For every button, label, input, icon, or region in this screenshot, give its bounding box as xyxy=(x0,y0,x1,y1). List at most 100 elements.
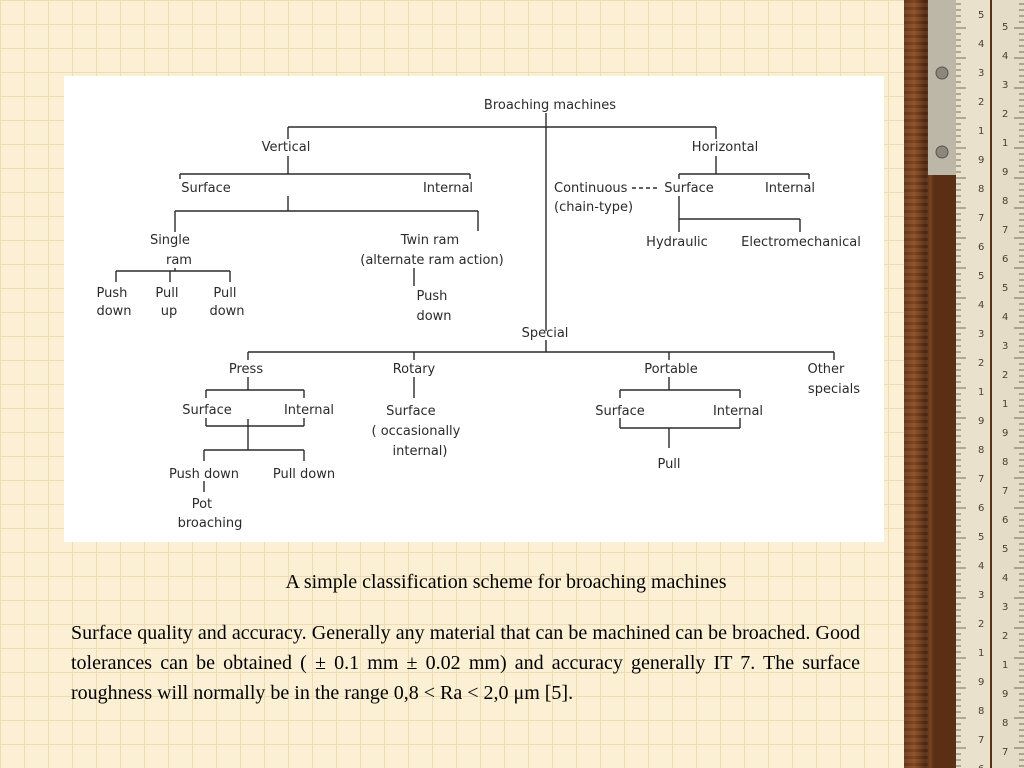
ruler-digit: 9 xyxy=(978,416,984,427)
ruler-digit: 6 xyxy=(1002,515,1008,526)
ruler-digit: 3 xyxy=(978,329,984,340)
node-press: Press xyxy=(229,362,263,377)
node-pull-up: Pull up xyxy=(155,286,182,319)
ruler-digit: 7 xyxy=(1002,225,1008,236)
ruler-digit: 5 xyxy=(978,532,984,543)
ruler-digit: 8 xyxy=(1002,457,1008,468)
node-push-down-twin-line-2: down xyxy=(416,309,451,324)
ruler-digit: 7 xyxy=(1002,747,1008,758)
ruler-digit: 9 xyxy=(978,677,984,688)
node-horizontal-internal: Internal xyxy=(765,181,815,196)
node-vertical-internal: Internal xyxy=(423,181,473,196)
node-portable-surface: Surface xyxy=(595,404,645,419)
ruler-scale: 5 5 4 4 3 3 2 2 1 1 9 9 8 8 7 7 6 6 5 5 4 4 3 3 2 2 1 1 9 9 8 8 7 7 6 6 5 5 4 4… xyxy=(928,0,1024,768)
node-rotary-surface-line-1: Surface xyxy=(386,404,436,419)
node-single-ram-line-2: ram xyxy=(166,253,192,268)
ruler-digit: 6 xyxy=(978,242,984,253)
ruler-digit: 9 xyxy=(1002,167,1008,178)
node-vertical-surface: Surface xyxy=(181,181,231,196)
ruler-digit: 4 xyxy=(978,39,984,50)
ruler-digit: 2 xyxy=(978,358,984,369)
node-other-specials: Other specials xyxy=(807,362,860,397)
node-twin-ram-line-2: (alternate ram action) xyxy=(360,253,504,268)
ruler-digit: 7 xyxy=(978,735,984,746)
ruler-face xyxy=(992,0,1024,768)
classification-diagram: Broaching machines Vertical Horizontal S… xyxy=(96,98,861,531)
node-pot-broaching: Pot broaching xyxy=(178,497,243,531)
node-other-specials-line-2: specials xyxy=(808,382,860,397)
node-single-ram: Single ram xyxy=(150,233,194,268)
ruler-digit: 1 xyxy=(978,126,984,137)
node-push-down-vertical: Push down xyxy=(96,286,131,319)
ruler-digit: 1 xyxy=(1002,399,1008,410)
node-rotary: Rotary xyxy=(393,362,436,377)
node-vertical: Vertical xyxy=(262,140,311,155)
ruler-screw xyxy=(935,145,949,159)
wooden-ruler-decoration: 5 5 4 4 3 3 2 2 1 1 9 9 8 8 7 7 6 6 5 5 4 4 3 3 2 2 1 1 9 9 8 8 7 7 6 6 5 5 4 4… xyxy=(904,0,1024,768)
node-rotary-surface-line-3: internal) xyxy=(393,444,448,459)
node-horizontal: Horizontal xyxy=(692,140,758,155)
node-push-down-vertical-line-1: Push xyxy=(96,286,127,301)
ruler-digit: 6 xyxy=(978,764,984,768)
ruler-digit: 7 xyxy=(978,474,984,485)
ruler-digit: 4 xyxy=(978,300,984,311)
ruler-digit: 8 xyxy=(978,184,984,195)
ruler-digit: 3 xyxy=(978,68,984,79)
node-press-surface: Surface xyxy=(182,403,232,418)
ruler-digit: 3 xyxy=(1002,80,1008,91)
node-electromechanical: Electromechanical xyxy=(741,235,861,250)
ruler-digit: 9 xyxy=(978,155,984,166)
ruler-digit: 1 xyxy=(1002,138,1008,149)
ruler-digit: 6 xyxy=(1002,254,1008,265)
node-twin-ram-line-1: Twin ram xyxy=(400,233,459,248)
ruler-digit: 7 xyxy=(1002,486,1008,497)
ruler-digit: 4 xyxy=(1002,51,1008,62)
node-other-specials-line-1: Other xyxy=(807,362,845,377)
node-horizontal-surface: Surface xyxy=(664,181,714,196)
node-push-down-vertical-line-2: down xyxy=(96,304,131,319)
ruler-digit: 5 xyxy=(1002,544,1008,555)
node-portable: Portable xyxy=(644,362,698,377)
ruler-digit: 4 xyxy=(1002,312,1008,323)
ruler-digit: 8 xyxy=(978,706,984,717)
ruler-digit: 2 xyxy=(978,97,984,108)
ruler-digit: 3 xyxy=(1002,602,1008,613)
node-push-down-press: Push down xyxy=(169,467,239,482)
ruler-digit: 8 xyxy=(1002,718,1008,729)
ruler-digit: 5 xyxy=(1002,283,1008,294)
node-pull-down-vertical-line-1: Pull xyxy=(213,286,236,301)
ruler-digit: 8 xyxy=(1002,196,1008,207)
body-paragraph: Surface quality and accuracy. Generally … xyxy=(71,622,860,704)
ruler-digit: 1 xyxy=(978,387,984,398)
ruler-digit: 4 xyxy=(978,561,984,572)
node-hydraulic: Hydraulic xyxy=(646,235,708,250)
node-single-ram-line-1: Single xyxy=(150,233,190,248)
node-pull-up-line-1: Pull xyxy=(155,286,178,301)
ruler-digit: 9 xyxy=(1002,689,1008,700)
node-portable-internal: Internal xyxy=(713,404,763,419)
node-pull-down-vertical: Pull down xyxy=(209,286,244,319)
ruler-digit: 5 xyxy=(1002,22,1008,33)
ruler-digit: 5 xyxy=(978,271,984,282)
diagram-panel: Broaching machines Vertical Horizontal S… xyxy=(64,76,884,542)
ruler-digit: 7 xyxy=(978,213,984,224)
ruler-digit: 4 xyxy=(1002,573,1008,584)
node-pot-broaching-line-2: broaching xyxy=(178,516,243,531)
node-root: Broaching machines xyxy=(484,98,616,113)
node-rotary-surface: Surface ( occasionally internal) xyxy=(371,404,464,459)
node-pull-down-vertical-line-2: down xyxy=(209,304,244,319)
ruler-digit: 5 xyxy=(978,10,984,21)
node-pull-down-press: Pull down xyxy=(273,467,335,482)
ruler-digit: 2 xyxy=(1002,370,1008,381)
ruler-digit: 3 xyxy=(1002,341,1008,352)
node-continuous-line-1: Continuous xyxy=(554,181,628,196)
node-push-down-twin: Push down xyxy=(416,289,451,324)
node-continuous-line-2: (chain-type) xyxy=(554,200,633,215)
node-pot-broaching-line-1: Pot xyxy=(192,497,212,512)
ruler-digit: 2 xyxy=(1002,631,1008,642)
ruler-screw xyxy=(935,66,949,80)
ruler-digit: 3 xyxy=(978,590,984,601)
ruler-digit: 2 xyxy=(978,619,984,630)
node-push-down-twin-line-1: Push xyxy=(416,289,447,304)
node-special: Special xyxy=(522,326,569,341)
